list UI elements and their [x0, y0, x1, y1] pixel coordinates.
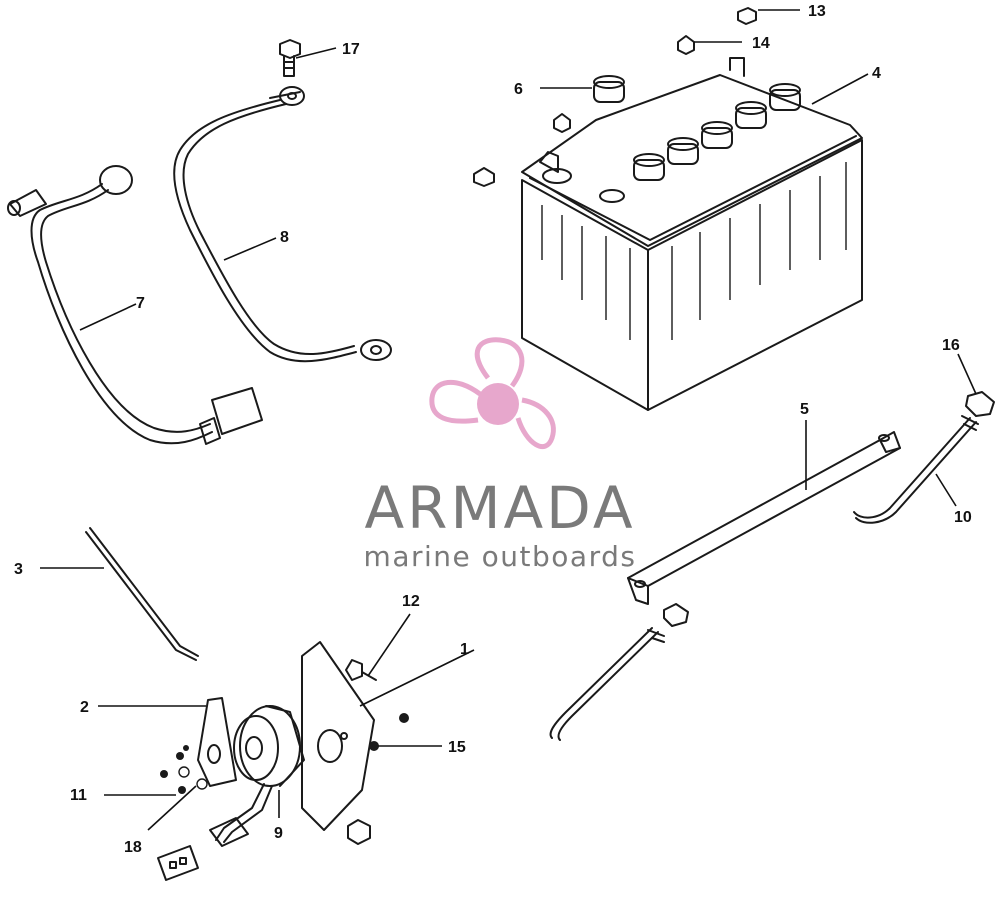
callout-leaders	[40, 9, 977, 831]
callout-3: 3	[14, 561, 23, 578]
screws-11	[160, 745, 208, 794]
callout-5: 5	[800, 401, 809, 418]
callout-17: 17	[342, 41, 360, 58]
hold-down-bar-5	[627, 431, 901, 605]
nut-15	[369, 713, 409, 751]
watermark-tagline: marine outboards	[364, 540, 637, 573]
callout-14: 14	[752, 35, 770, 52]
screw-12	[345, 659, 377, 681]
callout-4: 4	[872, 65, 881, 82]
callout-16: 16	[942, 337, 960, 354]
callout-18: 18	[124, 839, 142, 856]
bolt-13	[737, 7, 757, 25]
propeller-icon	[429, 337, 556, 450]
callout-12: 12	[402, 593, 420, 610]
plate-2	[197, 697, 237, 787]
vent-cap-loose	[593, 75, 625, 103]
callout-6: 6	[514, 81, 523, 98]
bolt-17	[279, 39, 301, 77]
vent-caps	[633, 83, 801, 181]
callout-11: 11	[70, 787, 87, 804]
hold-down-rod-10	[853, 415, 979, 524]
watermark-logo: ARMADA marine outboards	[364, 337, 637, 573]
screw-bottom	[347, 819, 371, 845]
callout-8: 8	[280, 229, 289, 246]
callout-2: 2	[80, 699, 89, 716]
battery-cable-7	[7, 165, 263, 445]
hold-down-nut-left	[663, 603, 689, 627]
callout-10: 10	[954, 509, 972, 526]
bracket-1	[301, 641, 375, 831]
propeller-hub-icon	[477, 383, 519, 425]
battery	[521, 57, 863, 411]
nut-16	[965, 391, 995, 417]
battery-terminal-nut	[553, 113, 571, 133]
callout-labels: 1 2 3 4 5 6 7 8 9 10 11 12 13 14 15 16 1…	[14, 3, 972, 856]
hold-down-rod-left	[549, 627, 665, 741]
battery-cable-8	[173, 86, 392, 363]
callout-9: 9	[274, 825, 283, 842]
battery-terminal-bolt	[473, 167, 495, 187]
watermark-brand: ARMADA	[364, 474, 635, 542]
callout-13: 13	[808, 3, 826, 20]
callout-15: 15	[448, 739, 466, 756]
callout-1: 1	[460, 641, 469, 658]
callout-7: 7	[136, 295, 145, 312]
nut-14	[677, 35, 695, 55]
rod-3	[85, 527, 199, 661]
coil-9	[157, 705, 305, 881]
